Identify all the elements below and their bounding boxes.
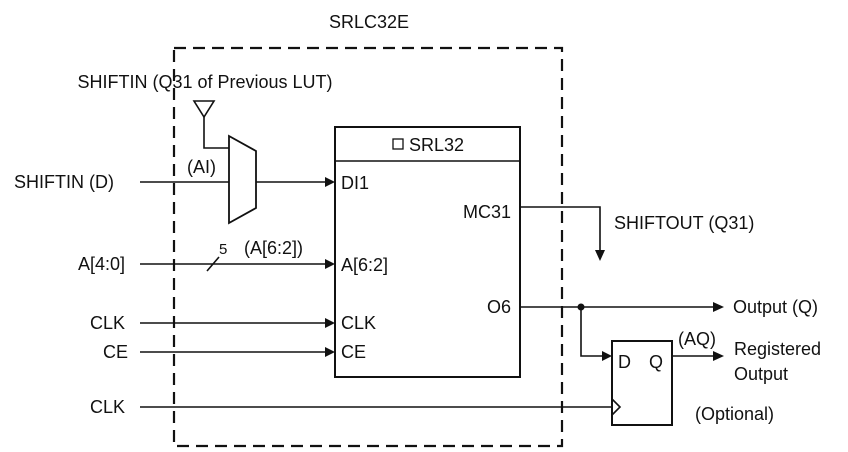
srl32-name: SRL32 [409, 135, 464, 155]
shiftin-prev-label: SHIFTIN (Q31 of Previous LUT) [77, 72, 332, 92]
ff-d-label: D [618, 352, 631, 372]
ff-q-label: Q [649, 352, 663, 372]
pin-mc31: MC31 [463, 202, 511, 222]
ce-input-label: CE [103, 342, 128, 362]
flip-flop [611, 340, 673, 426]
clk2-input-label: CLK [90, 397, 125, 417]
shiftout-label: SHIFTOUT (Q31) [614, 213, 754, 233]
ce-arrow [325, 347, 335, 357]
bus-width-label: 5 [219, 241, 227, 258]
addr-arrow [325, 259, 335, 269]
optional-label: (Optional) [695, 404, 774, 424]
registered-output-line2: Output [734, 364, 788, 384]
diagram-title: SRLC32E [329, 12, 409, 32]
shiftin-mux [228, 134, 257, 225]
shiftin-prev-wire [203, 117, 229, 149]
registered-output-line1: Registered [734, 339, 821, 359]
ff-d-arrow [602, 351, 612, 361]
output-q-label: Output (Q) [733, 297, 818, 317]
pin-o6: O6 [487, 297, 511, 317]
aq-arrow [713, 351, 724, 361]
addr-input-label: A[4:0] [78, 254, 125, 274]
mc31-wire [520, 206, 601, 250]
srl32-block [334, 126, 521, 378]
shiftin-d-label: SHIFTIN (D) [14, 172, 114, 192]
ai-label: (AI) [187, 157, 216, 177]
ff-clock-triangle [611, 398, 622, 416]
clk-input-label: CLK [90, 313, 125, 333]
bus-slash [206, 256, 220, 272]
output-q-arrow [713, 302, 724, 312]
ff-d-wire [580, 307, 602, 357]
pin-di1: DI1 [341, 173, 369, 193]
di1-arrow [325, 177, 335, 187]
aq-label: (AQ) [678, 329, 716, 349]
pin-ce: CE [341, 342, 366, 362]
bus-addr-label: (A[6:2]) [244, 238, 303, 258]
shiftin-prev-triangle [192, 100, 216, 119]
clk-arrow [325, 318, 335, 328]
srlc32e-boundary [172, 46, 564, 448]
srl32-square-icon [392, 138, 404, 150]
shiftout-arrow [595, 250, 605, 261]
pin-clk: CLK [341, 313, 376, 333]
pin-addr: A[6:2] [341, 255, 388, 275]
